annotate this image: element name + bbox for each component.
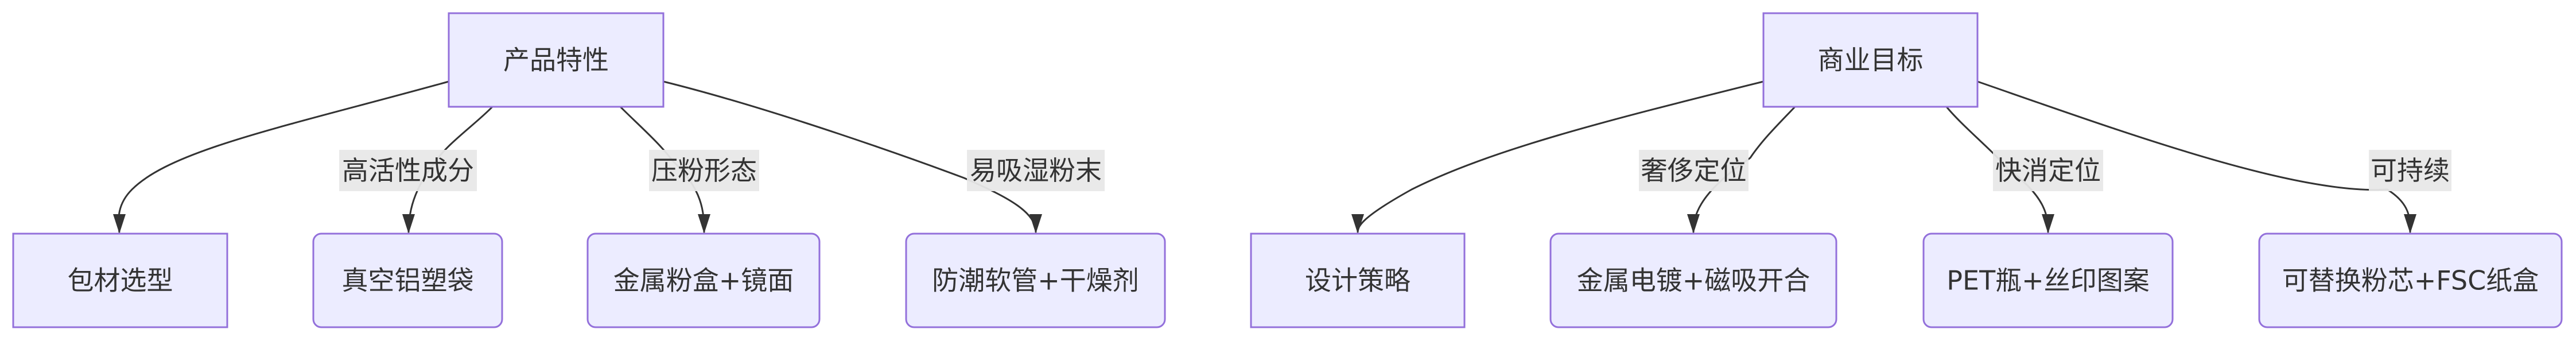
edge-line [1357, 80, 1764, 233]
edge-label-background [649, 150, 759, 191]
edge-label-text: 压粉形态 [651, 155, 757, 186]
node-metal-plating-magnetic[interactable]: 金属电镀+磁吸开合 [1549, 232, 1837, 328]
node-label: 商业目标 [1818, 45, 1924, 76]
edge-label-background [967, 150, 1105, 191]
edge-business_goals-to-refill_fsc_box [1977, 80, 2416, 234]
arrowhead-icon [402, 214, 415, 234]
edge-label: 压粉形态 [649, 150, 759, 191]
node-label: 金属粉盒+镜面 [613, 265, 794, 296]
node-metal-compact-mirror[interactable]: 金属粉盒+镜面 [586, 232, 821, 328]
edge-label-text: 奢侈定位 [1641, 155, 1747, 186]
edge-product_traits-to-packaging_selection [113, 80, 449, 234]
edge-label-text: 可持续 [2371, 155, 2450, 186]
node-label: 设计策略 [1305, 265, 1411, 296]
edge-label-background [1993, 150, 2103, 191]
edge-line [663, 80, 1037, 233]
node-label: PET瓶+丝印图案 [1946, 265, 2149, 296]
node-design-strategy[interactable]: 设计策略 [1250, 232, 1466, 328]
edge-label: 快消定位 [1993, 150, 2103, 191]
node-box[interactable] [1250, 232, 1466, 328]
node-label: 包材选型 [68, 265, 173, 296]
node-box[interactable] [586, 232, 821, 328]
node-packaging-selection[interactable]: 包材选型 [12, 232, 228, 328]
edge-product_traits-to-moisture_tube_desiccant [663, 80, 1042, 234]
node-box[interactable] [905, 232, 1166, 328]
node-box[interactable] [312, 232, 503, 328]
node-box[interactable] [448, 12, 665, 108]
edge-business_goals-to-design_strategy [1351, 80, 1764, 234]
edge-label-text: 高活性成分 [342, 155, 474, 186]
node-refill-fsc-box[interactable]: 可替换粉芯+FSC纸盒 [2258, 232, 2563, 328]
arrowhead-icon [2404, 214, 2416, 234]
edge-label: 奢侈定位 [1639, 150, 1749, 191]
node-vacuum-foil-bag[interactable]: 真空铝塑袋 [312, 232, 503, 328]
arrowhead-icon [1029, 214, 1042, 234]
arrowhead-icon [1687, 214, 1700, 234]
node-product-traits[interactable]: 产品特性 [448, 12, 665, 108]
node-label: 真空铝塑袋 [342, 265, 474, 296]
edge-label: 可持续 [2369, 150, 2451, 191]
edge-label: 高活性成分 [339, 150, 477, 191]
node-box[interactable] [2258, 232, 2563, 328]
node-business-goals[interactable]: 商业目标 [1762, 12, 1979, 108]
node-box[interactable] [1922, 232, 2174, 328]
node-label: 金属电镀+磁吸开合 [1577, 265, 1810, 296]
node-box[interactable] [1762, 12, 1979, 108]
arrowhead-icon [2042, 214, 2054, 234]
arrowhead-icon [1351, 214, 1364, 234]
node-label: 可替换粉芯+FSC纸盒 [2282, 265, 2539, 296]
edge-label-background [1639, 150, 1749, 191]
edge-label-background [339, 150, 477, 191]
node-label: 防潮软管+干燥剂 [932, 265, 1139, 296]
edge-label-text: 易吸湿粉末 [970, 155, 1102, 186]
arrowhead-icon [113, 214, 126, 234]
edge-line [118, 80, 449, 233]
edge-line [1977, 80, 2411, 233]
edge-label: 易吸湿粉末 [967, 150, 1105, 191]
node-box[interactable] [1549, 232, 1837, 328]
node-pet-bottle-silkscreen[interactable]: PET瓶+丝印图案 [1922, 232, 2174, 328]
node-label: 产品特性 [503, 45, 609, 76]
node-box[interactable] [12, 232, 228, 328]
edge-label-background [2369, 150, 2451, 191]
node-moisture-tube-desiccant[interactable]: 防潮软管+干燥剂 [905, 232, 1166, 328]
edge-labels-layer: 高活性成分 压粉形态 易吸湿粉末 奢侈定位 快消定位 可持续 [339, 150, 2451, 191]
arrowhead-icon [698, 214, 710, 234]
edge-label-text: 快消定位 [1995, 155, 2101, 186]
